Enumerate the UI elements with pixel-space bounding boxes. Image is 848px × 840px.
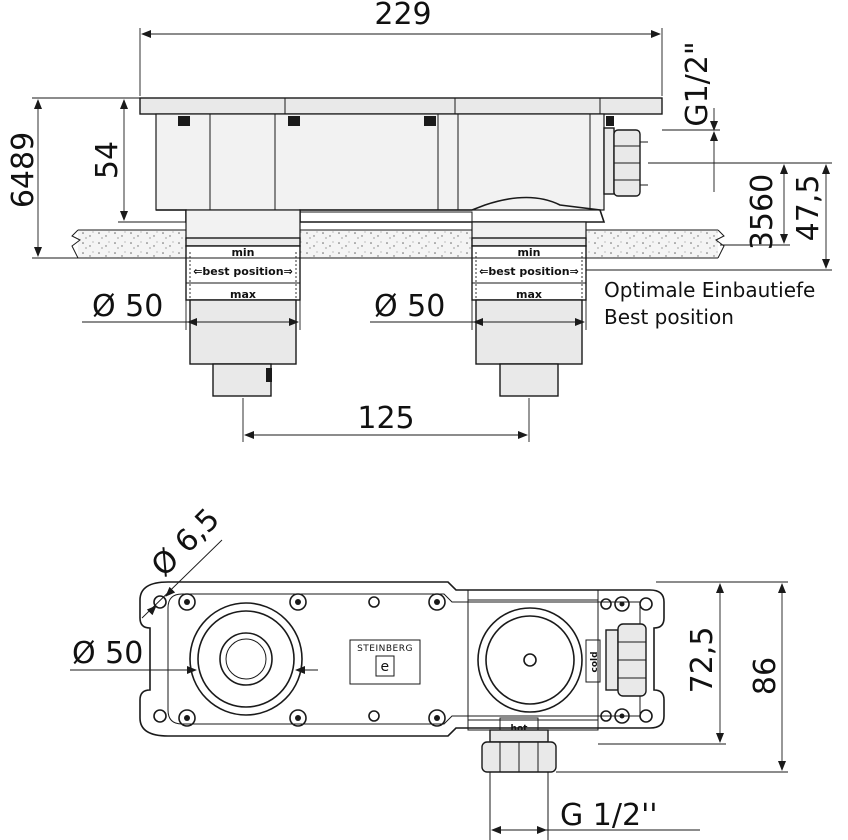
cold-fitting — [605, 623, 647, 697]
right-max-label: max — [516, 288, 542, 301]
svg-text:STEINBERG: STEINBERG — [357, 644, 413, 654]
front-mounting-plate — [139, 581, 665, 737]
svg-text:86: 86 — [748, 657, 783, 695]
dimension-54: 54 — [90, 97, 186, 223]
dimension-diameter-left: Ø 50 — [82, 289, 301, 330]
mounting-plate — [139, 97, 663, 115]
left-max-label: max — [230, 288, 256, 301]
dimension-86: 86 — [556, 581, 788, 773]
svg-text:6489: 6489 — [6, 132, 41, 208]
svg-text:Ø 6,5: Ø 6,5 — [145, 502, 227, 584]
svg-text:e: e — [380, 659, 389, 675]
dimension-125: 125 — [242, 398, 530, 442]
front-bolts — [178, 593, 630, 727]
dimension-3560: 3560 — [648, 162, 790, 250]
dimension-47-5: 47,5 — [586, 162, 832, 271]
optimal-depth-de: Optimale Einbautiefe — [604, 278, 815, 302]
dimension-diameter-front: Ø 50 — [70, 636, 318, 674]
svg-text:229: 229 — [374, 0, 431, 32]
dimension-72-5: 72,5 — [598, 581, 726, 745]
optimal-depth-en: Best position — [604, 305, 734, 329]
dimension-229: 229 — [139, 0, 663, 96]
svg-text:125: 125 — [357, 401, 414, 436]
right-min-label: min — [517, 246, 540, 259]
dimension-thread-bottom: G 1/2'' — [491, 798, 700, 834]
svg-text:Ø 50: Ø 50 — [374, 289, 445, 324]
side-elevation-view: min ⇐best position⇒ max min ⇐best positi… — [6, 0, 832, 442]
left-best-position-label: ⇐best position⇒ — [193, 265, 293, 278]
hot-label: hot — [511, 724, 529, 734]
front-view: STEINBERG e cold hot — [70, 502, 788, 840]
wall-section — [71, 229, 725, 259]
right-cartridge — [471, 221, 587, 397]
brand-logo: STEINBERG e — [349, 639, 421, 685]
svg-text:54: 54 — [90, 141, 125, 179]
cold-label: cold — [590, 651, 600, 672]
svg-text:3560: 3560 — [745, 174, 780, 250]
left-min-label: min — [231, 246, 254, 259]
mounting-holes — [153, 595, 653, 723]
svg-text:G1/2": G1/2" — [680, 41, 715, 126]
svg-text:47,5: 47,5 — [791, 175, 826, 242]
svg-text:Ø 50: Ø 50 — [72, 636, 143, 671]
dimension-thread-top: G1/2" — [648, 41, 720, 192]
svg-text:72,5: 72,5 — [685, 627, 720, 694]
right-best-position-label: ⇐best position⇒ — [479, 265, 579, 278]
svg-text:Ø 50: Ø 50 — [92, 289, 163, 324]
left-port — [189, 602, 303, 716]
valve-body — [155, 113, 605, 211]
hot-fitting — [481, 729, 557, 840]
right-valve-housing — [467, 589, 601, 735]
dimension-diameter-right: Ø 50 — [370, 289, 587, 330]
svg-text:G 1/2'': G 1/2'' — [560, 798, 658, 833]
left-cartridge — [185, 209, 301, 397]
